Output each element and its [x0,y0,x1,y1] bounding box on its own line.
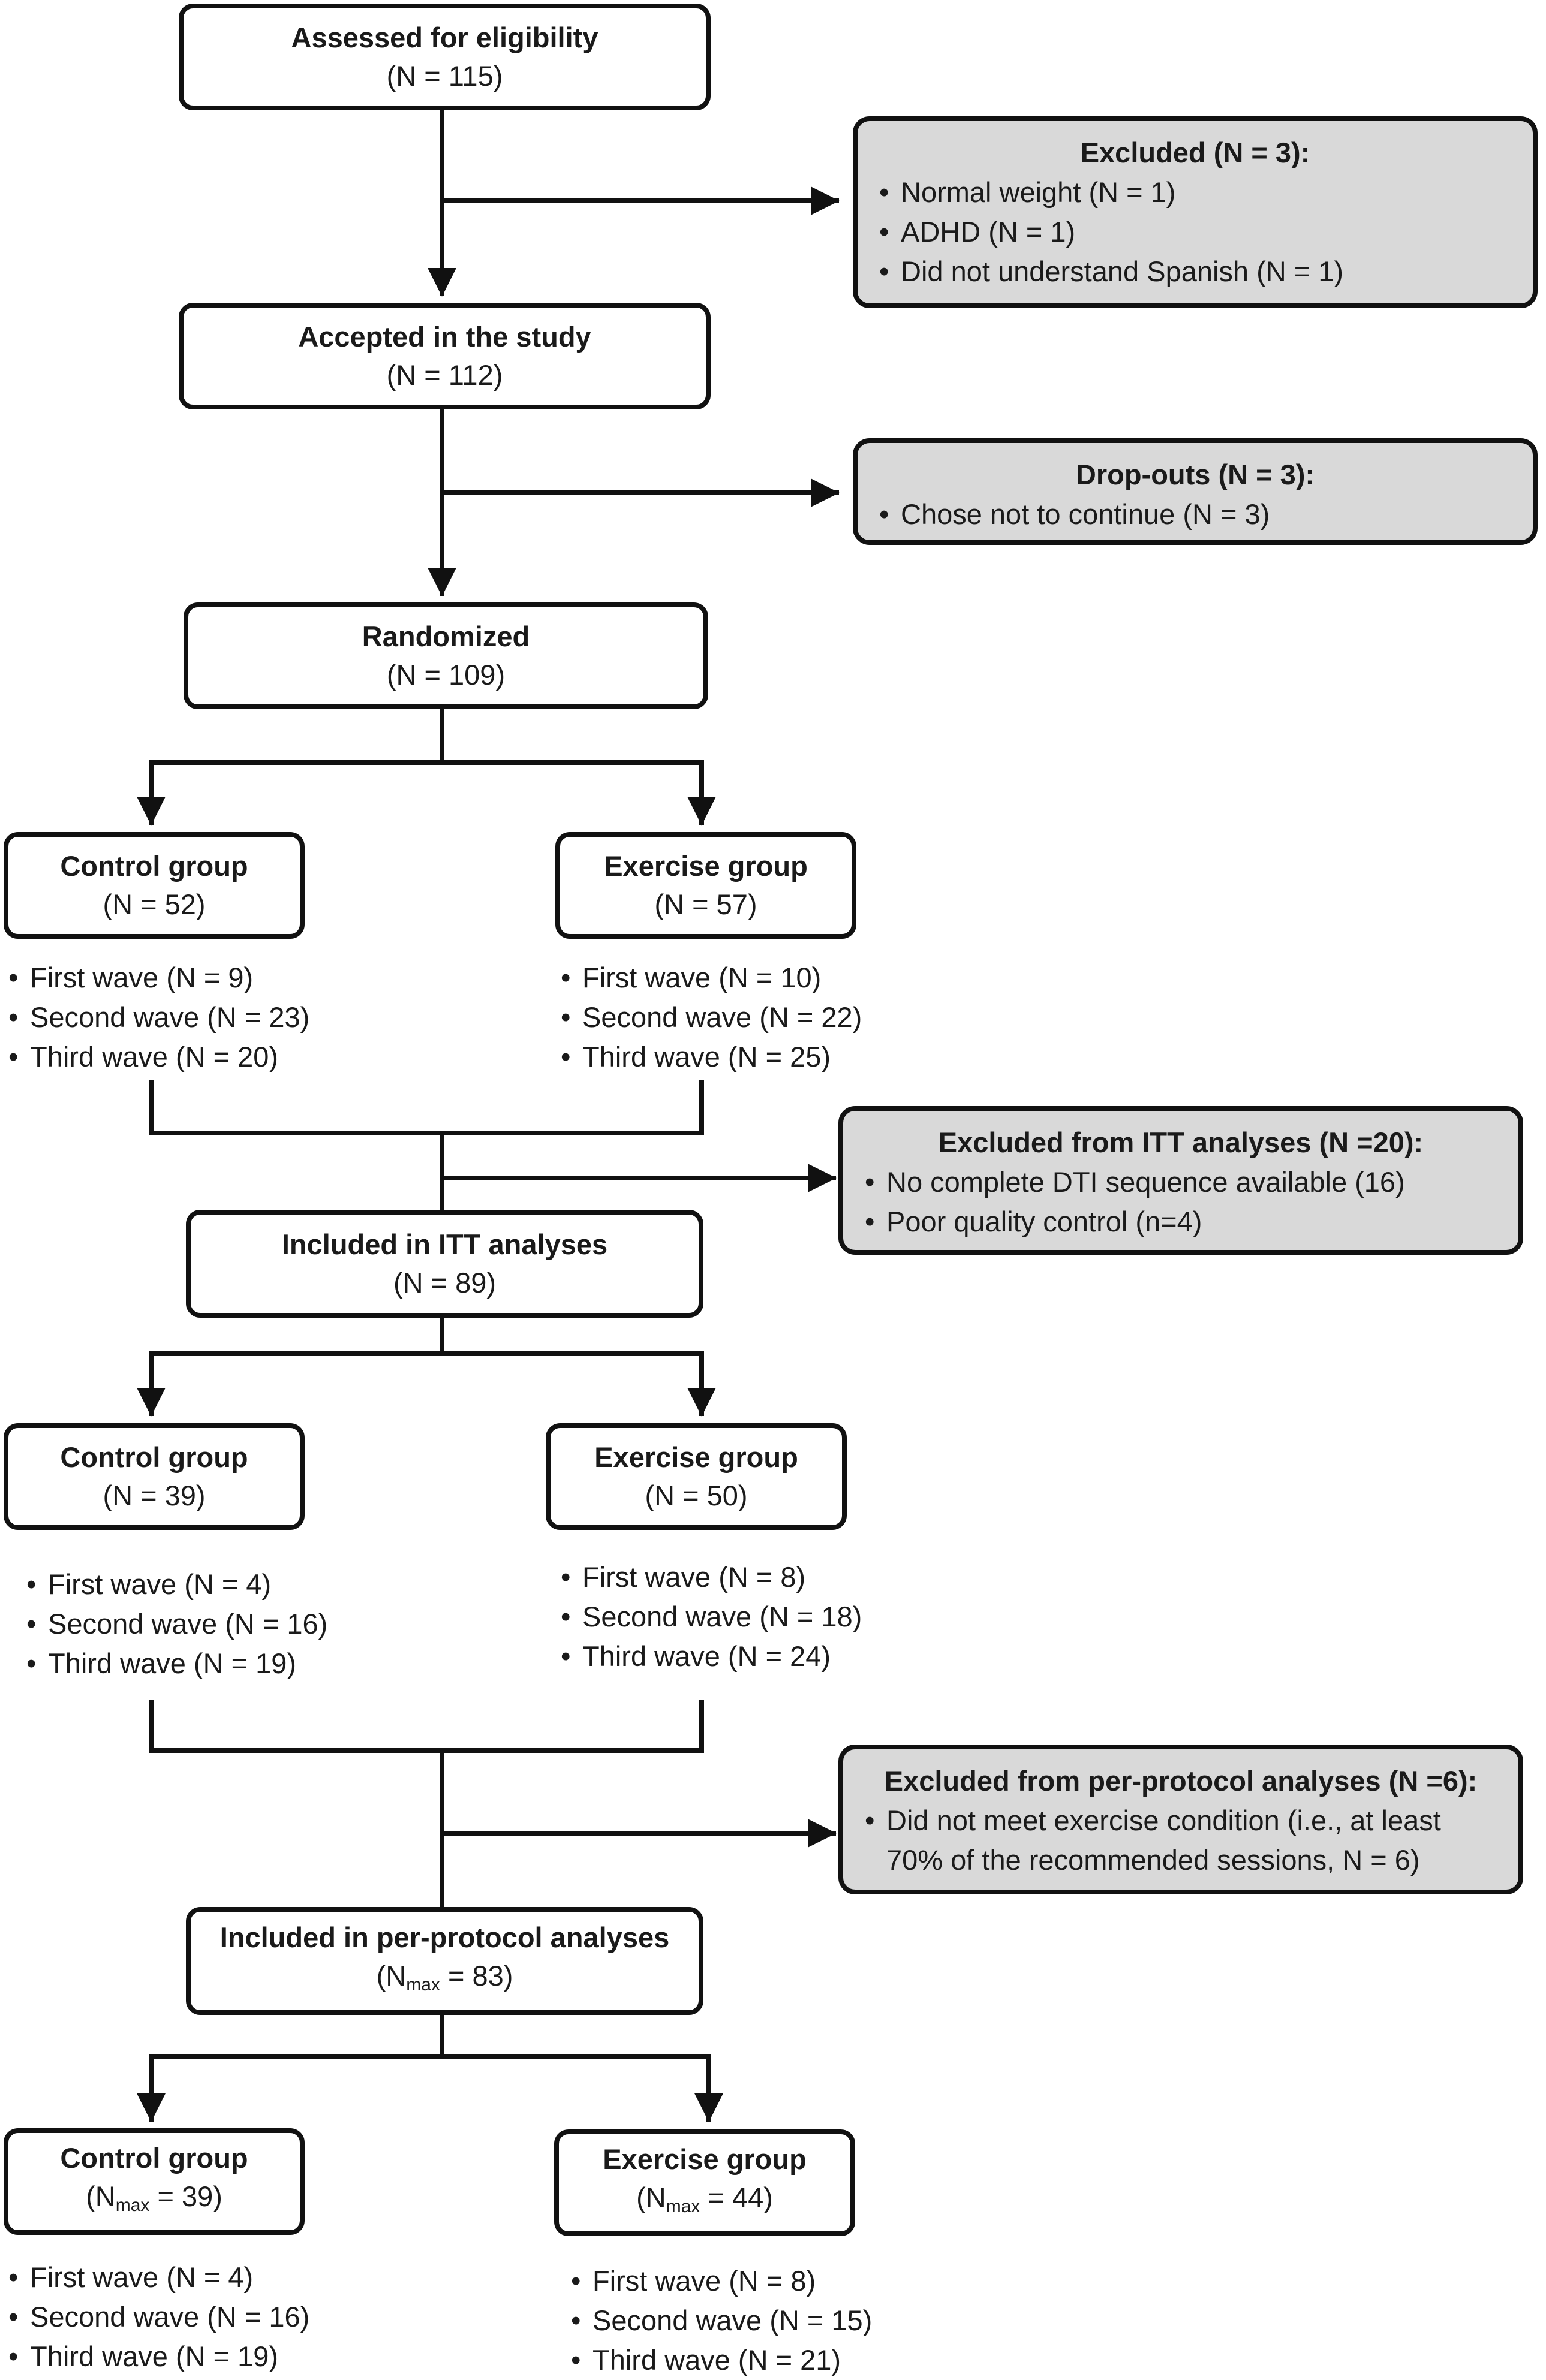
exercise-group-count: (Nmax = 44) [636,2181,773,2216]
wave-item: •Third wave (N = 19) [26,1647,297,1679]
exercise-group-title: Exercise group [604,850,808,882]
wave-item: •Third wave (N = 19) [8,2340,279,2372]
wave-item: •First wave (N = 8) [561,1561,806,1593]
excluded-box: Excluded (N = 3): •Normal weight (N = 1)… [853,116,1538,308]
pp-count: (Nmax = 83) [376,1959,513,1995]
wave-item: •Third wave (N = 24) [561,1640,831,1672]
assessed-box: Assessed for eligibility (N = 115) [179,4,711,110]
dropouts-box: Drop-outs (N = 3): •Chose not to continu… [853,438,1538,545]
wave-item: •First wave (N = 4) [8,2261,254,2293]
pp-exercise-waves: •First wave (N = 8) •Second wave (N = 15… [571,2261,872,2380]
excluded-pp-item: •Did not meet exercise condition (i.e., … [865,1804,1441,1836]
randomized-control-box: Control group (N = 52) [4,832,305,939]
excluded-item: •ADHD (N = 1) [879,216,1076,248]
randomized-box: Randomized (N = 109) [184,602,708,709]
pp-control-waves: •First wave (N = 4) •Second wave (N = 16… [8,2258,309,2376]
wave-item: •Second wave (N = 23) [8,1001,310,1033]
wave-item: •First wave (N = 10) [561,962,822,993]
excluded-itt-item: •Poor quality control (n=4) [865,1206,1202,1237]
wave-item: •Second wave (N = 16) [26,1608,328,1640]
wave-item: •First wave (N = 9) [8,962,254,993]
excluded-title: Excluded (N = 3): [1080,137,1310,168]
itt-title: Included in ITT analyses [281,1228,608,1260]
itt-count: (N = 89) [393,1267,497,1299]
exercise-group-title: Exercise group [594,1441,798,1473]
randomized-control-waves: •First wave (N = 9) •Second wave (N = 23… [8,958,309,1077]
excluded-itt-box: Excluded from ITT analyses (N =20): •No … [838,1106,1523,1255]
wave-item: •Second wave (N = 22) [561,1001,862,1033]
accepted-title: Accepted in the study [298,321,591,353]
dropouts-item: •Chose not to continue (N = 3) [879,498,1270,530]
wave-item: •First wave (N = 4) [26,1568,272,1600]
pp-title: Included in per-protocol analyses [219,1921,670,1953]
excluded-pp-box: Excluded from per-protocol analyses (N =… [838,1745,1523,1894]
control-group-count: (Nmax = 39) [86,2180,222,2215]
randomized-title: Randomized [362,620,530,652]
control-group-title: Control group [60,1441,248,1473]
control-group-count: (N = 39) [103,1480,206,1511]
wave-item: •Third wave (N = 21) [571,2344,841,2376]
pp-box: Included in per-protocol analyses (Nmax … [186,1907,703,2015]
accepted-count: (N = 112) [386,359,503,391]
pp-exercise-box: Exercise group (Nmax = 44) [554,2129,855,2236]
excluded-item: •Normal weight (N = 1) [879,176,1176,208]
pp-control-box: Control group (Nmax = 39) [4,2128,305,2235]
control-group-count: (N = 52) [103,888,206,920]
assessed-count: (N = 115) [386,60,503,92]
exercise-group-count: (N = 50) [645,1480,748,1511]
randomized-count: (N = 109) [386,659,506,691]
wave-item: •Third wave (N = 20) [8,1041,279,1072]
itt-exercise-box: Exercise group (N = 50) [546,1423,847,1530]
control-group-title: Control group [60,2141,248,2174]
wave-item: •Second wave (N = 15) [571,2304,873,2336]
wave-item: •Third wave (N = 25) [561,1041,831,1072]
excluded-pp-title: Excluded from per-protocol analyses (N =… [884,1765,1478,1797]
itt-control-waves: •First wave (N = 4) •Second wave (N = 16… [26,1565,327,1683]
wave-item: •First wave (N = 8) [571,2265,816,2297]
itt-control-box: Control group (N = 39) [4,1423,305,1530]
exercise-group-title: Exercise group [603,2143,807,2175]
excluded-itt-title: Excluded from ITT analyses (N =20): [938,1126,1424,1158]
wave-item: •Second wave (N = 18) [561,1601,862,1632]
itt-exercise-waves: •First wave (N = 8) •Second wave (N = 18… [561,1557,862,1676]
excluded-pp-item-continued: 70% of the recommended sessions, N = 6) [886,1844,1420,1876]
assessed-title: Assessed for eligibility [291,22,598,53]
randomized-exercise-box: Exercise group (N = 57) [555,832,856,939]
dropouts-title: Drop-outs (N = 3): [1075,459,1315,490]
excluded-item: •Did not understand Spanish (N = 1) [879,255,1344,287]
wave-item: •Second wave (N = 16) [8,2301,310,2333]
excluded-itt-item: •No complete DTI sequence available (16) [865,1166,1405,1198]
accepted-box: Accepted in the study (N = 112) [179,303,711,409]
randomized-exercise-waves: •First wave (N = 10) •Second wave (N = 2… [561,958,862,1077]
exercise-group-count: (N = 57) [654,888,757,920]
itt-box: Included in ITT analyses (N = 89) [186,1210,703,1318]
control-group-title: Control group [60,850,248,882]
